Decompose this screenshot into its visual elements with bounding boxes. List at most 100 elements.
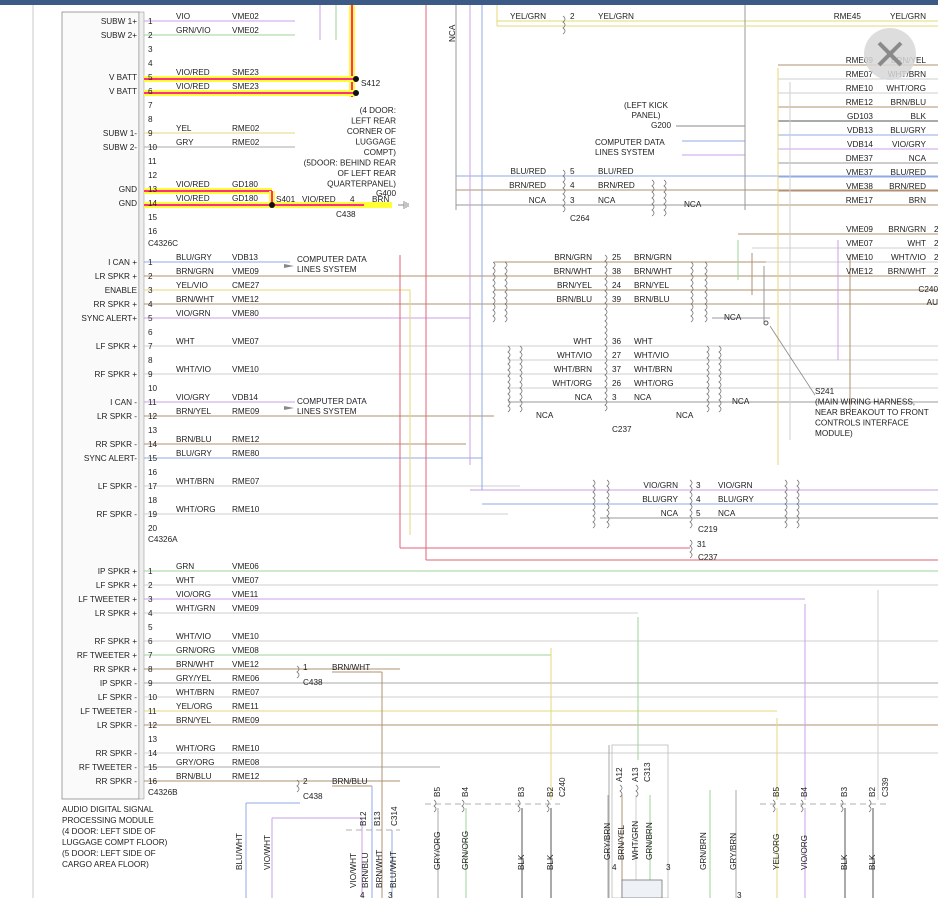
- wire-color-label: WHT/BRN: [888, 70, 926, 79]
- pin-mark: [800, 799, 804, 813]
- wire-color-label: BRN/GRN: [176, 267, 214, 276]
- wire-color-label: WHT/ORG: [634, 379, 674, 388]
- wire-color-label: BRN/BLU: [891, 98, 927, 107]
- twisted-pair-mark: [690, 261, 694, 323]
- circuit-label: GD103: [847, 112, 873, 121]
- circuit-label: VME12: [846, 267, 873, 276]
- wire-color-label: BLK: [840, 854, 849, 870]
- circuit-label: RME45: [834, 12, 862, 21]
- nca-label: NCA: [676, 411, 694, 420]
- wire-color-label: YEL/GRN: [510, 12, 546, 21]
- pin-function-label: IP SPKR +: [98, 567, 137, 576]
- wire-color-label: NCA: [575, 393, 593, 402]
- pin-label: B3: [517, 787, 526, 797]
- pin-label: B3: [840, 787, 849, 797]
- pin-number: 37: [612, 365, 622, 374]
- wire-color-label: BRN/WHT: [375, 850, 384, 888]
- pin-number: 3: [148, 286, 153, 295]
- ground-note: LUGGAGE: [356, 138, 397, 147]
- pin-number: 5: [570, 167, 575, 176]
- circuit-label: SME23: [232, 82, 259, 91]
- circuit-label: VME37: [846, 168, 873, 177]
- wire-color-label: VIO/RED: [176, 82, 210, 91]
- nca-label: NCA: [448, 24, 457, 42]
- pin-function-label: RR SPKR -: [96, 749, 138, 758]
- pin-number: 16: [148, 777, 158, 786]
- circuit-label: RME06: [232, 674, 260, 683]
- pin-number: 6: [148, 637, 153, 646]
- circuit-label: RME07: [232, 688, 260, 697]
- ground-label: G200: [651, 121, 671, 130]
- circuit-label: RME02: [232, 124, 260, 133]
- pin-function-label: SYNC ALERT-: [84, 454, 137, 463]
- pin-number: 4: [612, 863, 617, 872]
- connector-id: C314: [390, 806, 399, 826]
- pin-number: 15: [148, 213, 158, 222]
- ground-note: CORNER OF: [347, 127, 396, 136]
- wire-layer: [144, 20, 938, 898]
- connector-c313-box: [611, 744, 669, 898]
- computer-data-label: COMPUTER DATA: [595, 138, 665, 147]
- wire-color-label: WHT/BRN: [634, 365, 672, 374]
- pin-number: 20: [148, 524, 158, 533]
- splice-s412: [353, 76, 359, 82]
- circuit-label: DME37: [846, 154, 874, 163]
- pin-number: 26: [612, 379, 622, 388]
- wire-color-label: BRN/YEL: [176, 716, 211, 725]
- pin-function-label: LF TWEETER +: [78, 595, 137, 604]
- module-pin-strip: [138, 11, 145, 800]
- pin-mark: [433, 799, 437, 813]
- wire-color-label: VIO/GRN: [718, 481, 753, 490]
- pin-label: B2: [868, 787, 877, 797]
- pin-number: 8: [148, 356, 153, 365]
- wire-color-label: NCA: [529, 196, 547, 205]
- connector-id: C240: [918, 285, 938, 294]
- circuit-label: VME02: [232, 26, 259, 35]
- marks-layer: [269, 15, 890, 898]
- module-name: PROCESSING MODULE: [62, 816, 154, 825]
- circuit-label: VME07: [232, 576, 259, 585]
- wire-color-label: BRN/RED: [509, 181, 546, 190]
- wire-color-label: BRN/YEL: [176, 407, 211, 416]
- module-name: (5 DOOR: LEFT SIDE OF: [62, 849, 156, 858]
- ground-note: (4 DOOR:: [360, 106, 396, 115]
- pin-number: 11: [148, 157, 157, 166]
- pin-number: 13: [148, 185, 158, 194]
- pin-number: 1: [148, 17, 153, 26]
- pin-function-label: LR SPKR -: [97, 721, 137, 730]
- pin-number: 39: [612, 295, 622, 304]
- wire-color-label: GRY/ORG: [176, 758, 215, 767]
- pin-number: 4: [350, 195, 355, 204]
- circuit-label: VME07: [232, 337, 259, 346]
- circuit-label: RME12: [846, 98, 874, 107]
- c219-connector: [689, 479, 693, 529]
- close-button[interactable]: [864, 28, 916, 80]
- pin-function-label: V BATT: [109, 73, 137, 82]
- pin-mark: [461, 799, 465, 813]
- connector-id: C438: [336, 210, 356, 219]
- nca-label: NCA: [732, 397, 750, 406]
- wire-color-label: BLK: [868, 854, 877, 870]
- circuit-label: GD180: [232, 194, 258, 203]
- pin-label: B13: [373, 811, 382, 826]
- wire-color-label: VIO/WHT: [263, 835, 272, 870]
- pin-label: B12: [359, 811, 368, 826]
- wire-color-label: NCA: [634, 393, 652, 402]
- circuit-label: GD180: [232, 180, 258, 189]
- pin-number: 2: [934, 225, 938, 234]
- wire-color-label: WHT/BRN: [176, 477, 214, 486]
- pin-number: 19: [148, 510, 158, 519]
- wire-color-label: WHT/GRN: [176, 604, 215, 613]
- wire-color-label: BRN/WHT: [888, 267, 926, 276]
- circuit-label: RME12: [232, 435, 260, 444]
- pin-number: 9: [148, 370, 153, 379]
- pin-number: 1: [148, 567, 153, 576]
- twisted-pair-mark: [718, 345, 722, 413]
- module-name: (4 DOOR: LEFT SIDE OF: [62, 827, 156, 836]
- wire-color-label: BRN/BLU: [361, 852, 370, 888]
- wire-color-label: VIO/RED: [302, 195, 336, 204]
- pin-function-label: SUBW 2-: [103, 143, 137, 152]
- wire-color-label: BLU/WHT: [235, 833, 244, 870]
- pin-number: 10: [148, 384, 158, 393]
